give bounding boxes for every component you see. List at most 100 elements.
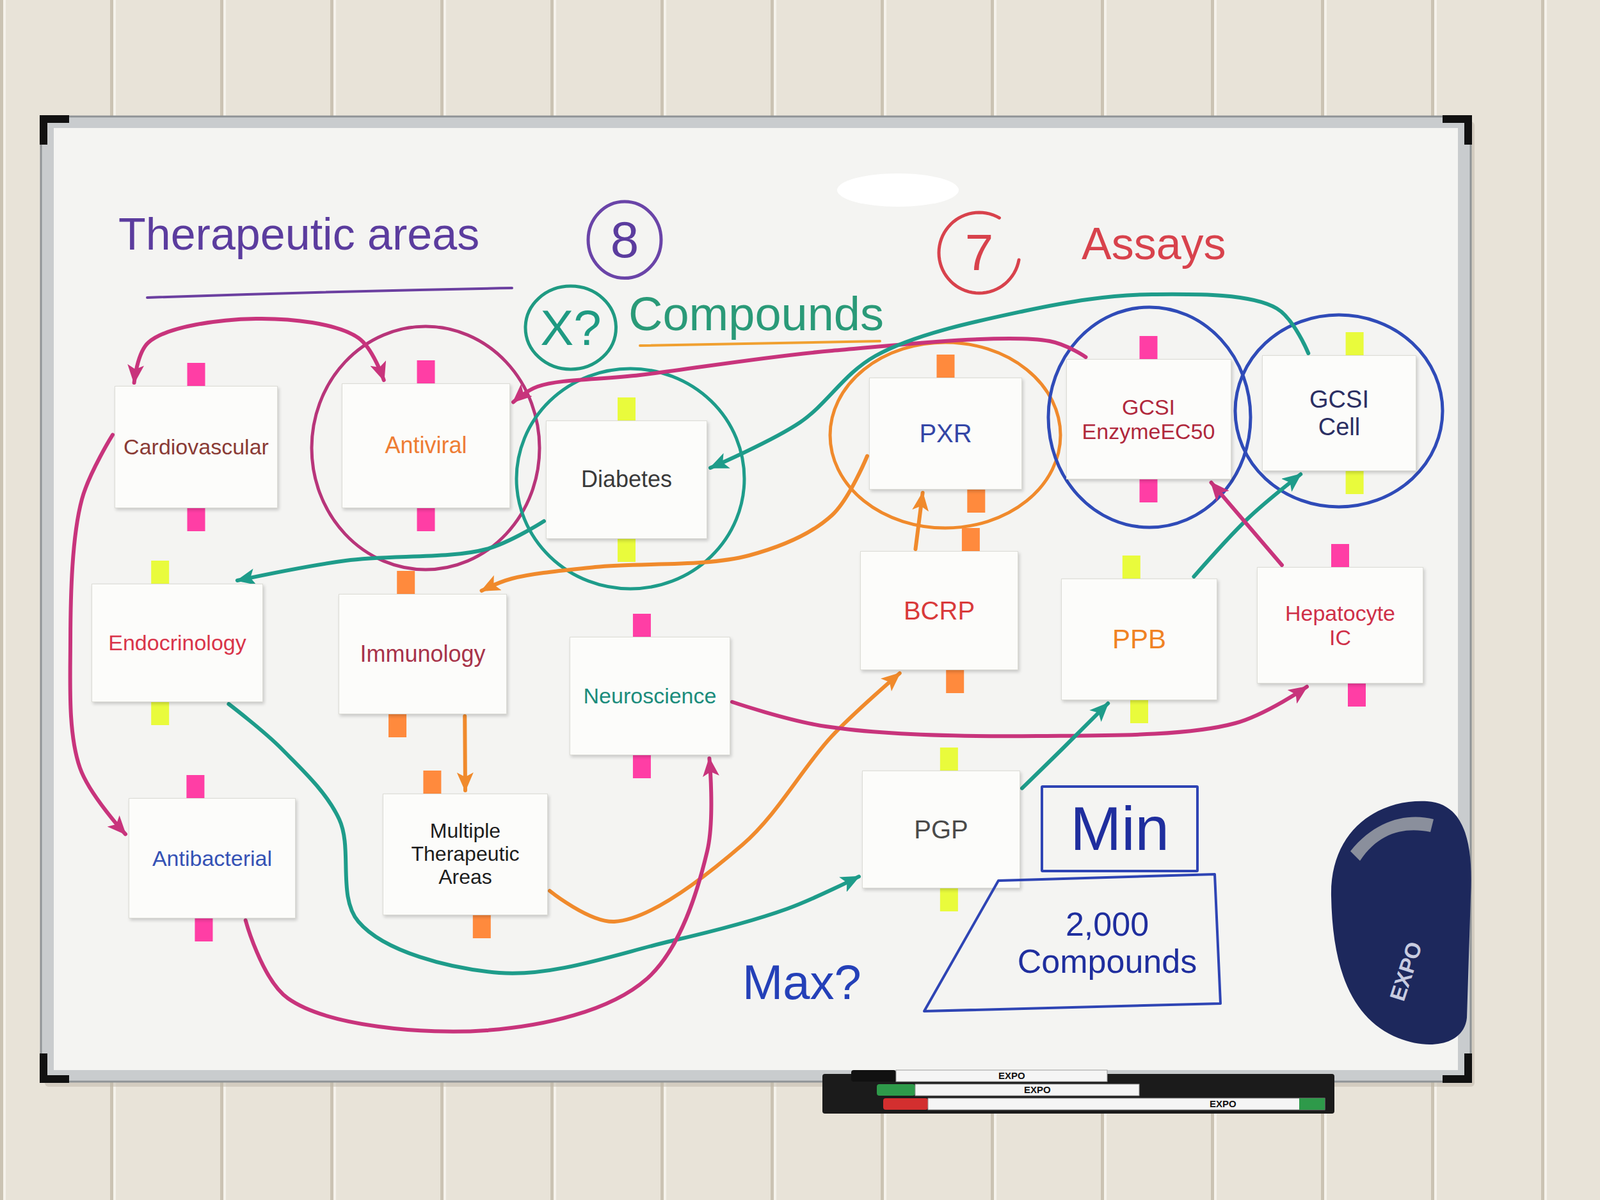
- sticky-tabs: [151, 332, 1366, 942]
- text-block: Min: [1070, 794, 1170, 864]
- index-card: PGP: [862, 770, 1021, 889]
- card-text: PGP: [913, 815, 968, 845]
- corner-cap: [39, 115, 70, 145]
- note-text: 2,000 Compounds: [1011, 905, 1204, 980]
- arrow-connector: [245, 758, 712, 1032]
- boxed-label: Min: [1040, 785, 1199, 873]
- text-block: Antibacterial: [152, 846, 272, 871]
- card-text: Diabetes: [581, 466, 672, 493]
- group-circle: [516, 368, 745, 589]
- card-text: Antibacterial: [152, 846, 272, 871]
- card-text: Hepatocyte IC: [1279, 600, 1401, 650]
- text-block: X?: [540, 302, 601, 353]
- brand-label: EXPO: [1386, 938, 1427, 1004]
- corner-cap: [1442, 115, 1472, 145]
- text-block: Hepatocyte IC: [1279, 600, 1401, 650]
- index-card: Diabetes: [545, 420, 708, 539]
- card-text: Immunology: [359, 641, 486, 667]
- underline: [640, 341, 880, 346]
- circle-outline: [588, 201, 662, 279]
- eraser-felt: [1350, 817, 1434, 861]
- arrow-connector: [732, 686, 1307, 736]
- eraser: [1331, 801, 1472, 1045]
- circle-outline: [525, 286, 616, 370]
- card-text: GCSI EnzymeEC50: [1075, 394, 1223, 444]
- text-block: 7: [965, 227, 994, 279]
- index-card: Endocrinology: [91, 583, 264, 703]
- index-card: BCRP: [860, 551, 1019, 671]
- corner-cap: [1442, 1053, 1472, 1083]
- index-card: PPB: [1061, 578, 1218, 701]
- text-block: 2,000 Compounds: [1011, 905, 1204, 980]
- index-card: Multiple Therapeutic Areas: [382, 793, 548, 916]
- marker-cap: [883, 1098, 928, 1110]
- text-block: GCSI Cell: [1297, 385, 1382, 441]
- whiteboard: [53, 128, 1458, 1071]
- text-block: Neuroscience: [583, 683, 717, 708]
- index-card: Neuroscience: [569, 636, 731, 756]
- brand-label: EXPO: [998, 1070, 1026, 1082]
- arrow-connector: [462, 716, 468, 791]
- card-text: BCRP: [903, 596, 975, 626]
- card-text: GCSI Cell: [1297, 385, 1382, 441]
- arrow-connector: [1211, 482, 1282, 566]
- arrow-connector: [228, 704, 859, 974]
- text-block: PXR: [919, 419, 972, 448]
- marker-band: [1299, 1098, 1325, 1110]
- index-card: Cardiovascular: [114, 385, 278, 509]
- circled-number: 8: [584, 198, 665, 282]
- underline: [147, 288, 512, 298]
- group-circle: [1235, 314, 1443, 507]
- heading-label: Assays: [1081, 220, 1227, 269]
- brand-label: EXPO: [1024, 1084, 1051, 1096]
- group-circle: [311, 326, 540, 570]
- card-text: Antiviral: [384, 432, 467, 459]
- circled-number: 7: [935, 209, 1023, 297]
- heading-label: Therapeutic areas: [118, 211, 480, 259]
- text-block: 8: [610, 214, 640, 266]
- glare: [837, 173, 959, 207]
- index-card: GCSI Cell: [1262, 355, 1417, 472]
- index-card: Antibacterial: [128, 798, 296, 919]
- text-block: BCRP: [903, 596, 975, 626]
- arrow-connector: [134, 318, 384, 383]
- box-outline: [924, 874, 1221, 1012]
- marker-cap: [851, 1070, 896, 1082]
- index-card: Hepatocyte IC: [1256, 567, 1424, 684]
- text-block: PGP: [913, 815, 968, 845]
- arrow-connector: [915, 492, 923, 550]
- brand-label: EXPO: [1209, 1098, 1237, 1110]
- board-frame: [40, 116, 1471, 1082]
- circle-outline: [938, 212, 1019, 294]
- card-text: PXR: [919, 419, 972, 448]
- arrow-connector: [237, 520, 544, 581]
- text-block: Endocrinology: [108, 630, 246, 655]
- connectors: [70, 294, 1309, 1032]
- note-label: Max?: [742, 956, 862, 1008]
- boxed-note: 2,000 Compounds: [921, 871, 1223, 1014]
- label-text: Min: [1070, 794, 1170, 864]
- text-block: Antiviral: [384, 432, 467, 459]
- number-text: 7: [965, 227, 994, 279]
- text-block: Multiple Therapeutic Areas: [404, 819, 527, 889]
- text-block: Cardiovascular: [123, 434, 269, 459]
- marker-body: [915, 1084, 1140, 1096]
- index-card: PXR: [869, 377, 1023, 490]
- circled-label: X?: [522, 282, 619, 373]
- board-shadow: [44, 121, 1475, 1087]
- text-block: GCSI EnzymeEC50: [1075, 394, 1223, 444]
- heading-label: Compounds: [628, 289, 884, 340]
- text-block: PPB: [1112, 624, 1167, 655]
- card-text: PPB: [1112, 624, 1167, 655]
- marker-body: [896, 1070, 1108, 1082]
- index-card: Immunology: [338, 593, 507, 715]
- text-block: Diabetes: [581, 466, 672, 493]
- number-text: 8: [610, 214, 640, 266]
- card-text: Endocrinology: [108, 630, 246, 655]
- card-text: Cardiovascular: [123, 434, 269, 459]
- index-card: Antiviral: [341, 383, 511, 509]
- group-circle: [830, 342, 1061, 528]
